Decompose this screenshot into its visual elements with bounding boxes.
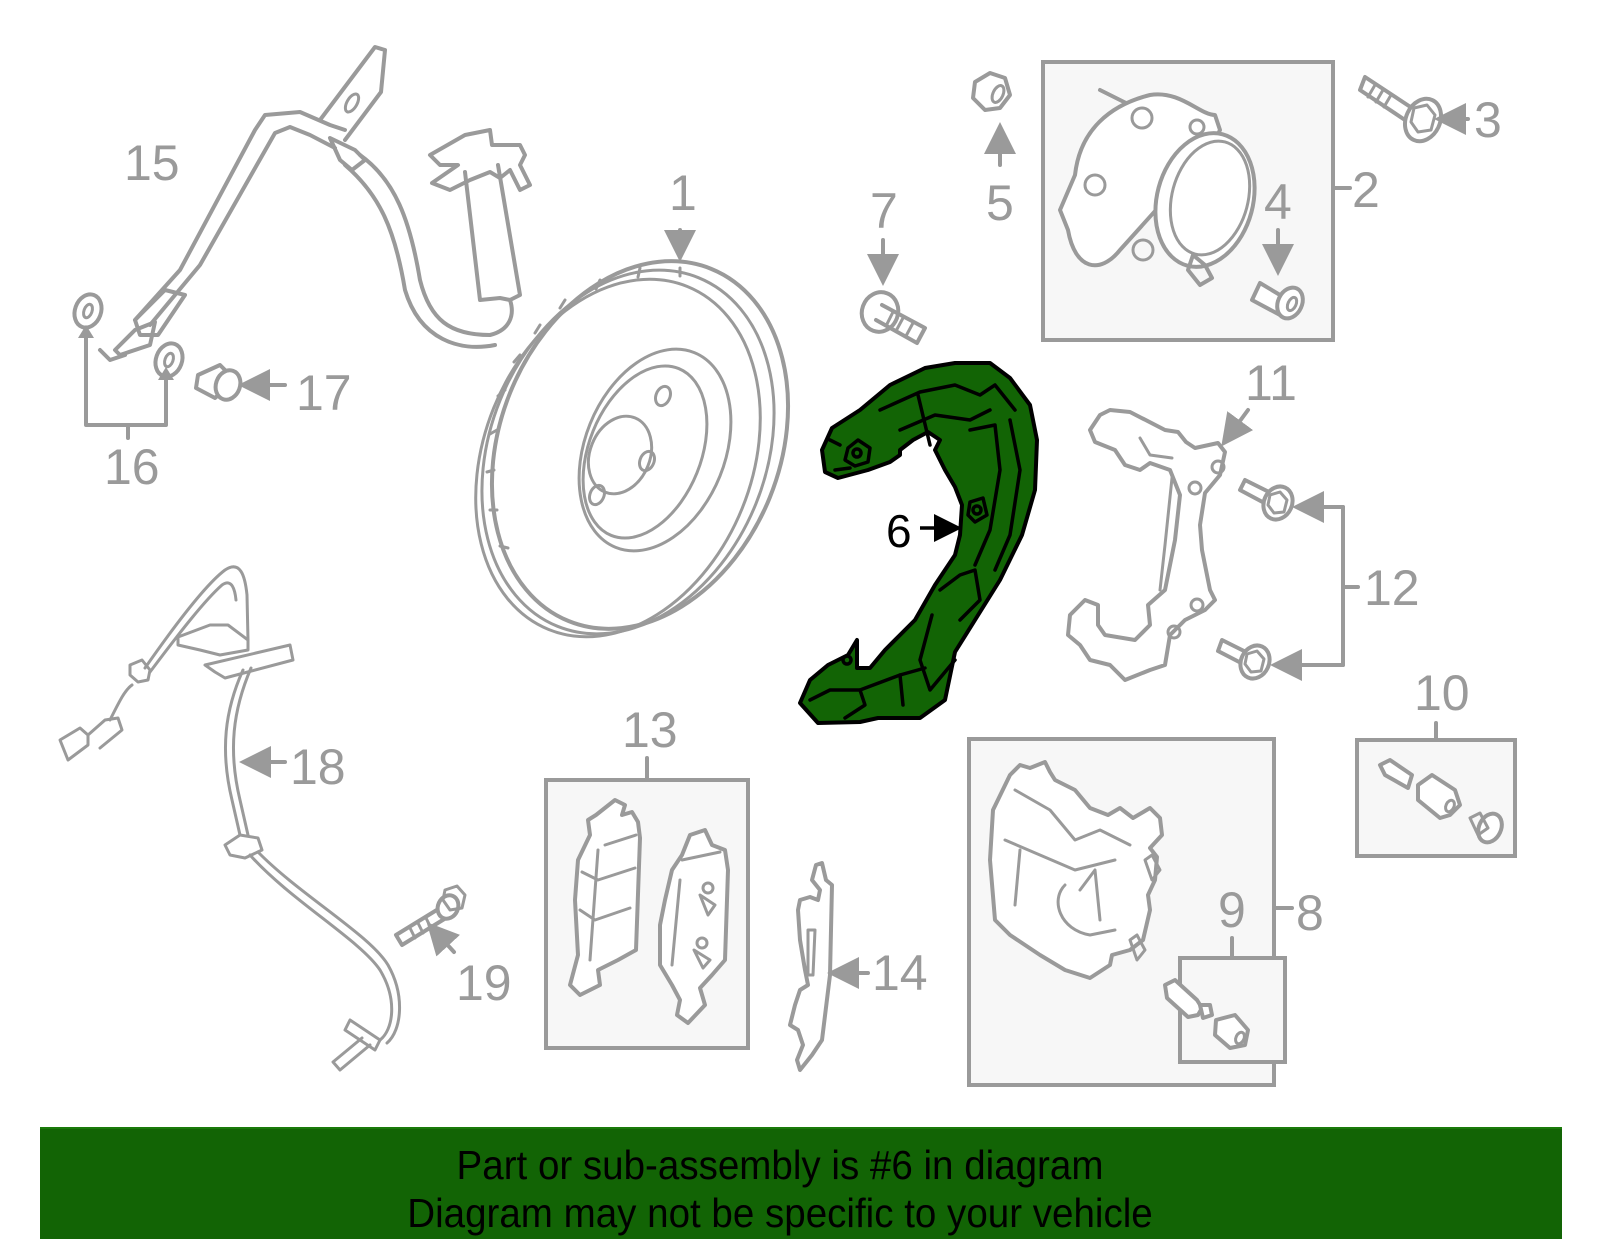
washer-parts[interactable]	[70, 291, 187, 440]
callout-4: 4	[1264, 174, 1292, 230]
hose-bracket	[428, 128, 532, 302]
callout-16: 16	[104, 439, 160, 495]
callout-9: 9	[1218, 882, 1246, 938]
splash-shield-part[interactable]	[798, 361, 1039, 725]
callout-6: 6	[886, 505, 912, 557]
hub-bolt-part[interactable]	[1358, 75, 1470, 147]
brake-rotor-part[interactable]	[424, 216, 841, 679]
banner-disclaimer-text: Diagram may not be specific to your vehi…	[407, 1190, 1153, 1236]
callout-19: 19	[456, 955, 512, 1011]
support-bolts-part[interactable]	[1216, 478, 1360, 683]
callout-7: 7	[870, 183, 898, 239]
brake-pads-box[interactable]	[544, 756, 750, 1050]
callout-15: 15	[124, 135, 180, 191]
callout-18: 18	[290, 739, 346, 795]
guide-pin-kit-box-10[interactable]	[1355, 721, 1517, 858]
callout-14: 14	[872, 945, 928, 1001]
sensor-bolt-part[interactable]	[394, 884, 467, 957]
callout-11: 11	[1245, 355, 1297, 411]
callout-12: 12	[1364, 560, 1420, 616]
nut-part[interactable]	[971, 71, 1016, 167]
callout-1: 1	[669, 165, 697, 221]
callout-3: 3	[1474, 92, 1502, 148]
callout-5: 5	[986, 175, 1014, 231]
abs-sensor-part[interactable]	[58, 565, 401, 1072]
banjo-bolt-part[interactable]	[194, 363, 287, 403]
callout-13: 13	[622, 702, 678, 758]
callout-10: 10	[1414, 665, 1470, 721]
info-banner: Part or sub-assembly is #6 in diagram Di…	[40, 1127, 1562, 1239]
hub-assembly-box[interactable]	[1041, 60, 1352, 342]
callout-2: 2	[1352, 162, 1380, 218]
callout-17: 17	[296, 365, 352, 421]
shield-bolt-part[interactable]	[856, 238, 927, 345]
guide-pin-kit-box-9[interactable]	[1163, 936, 1287, 1064]
pad-spring-clip-part[interactable]	[788, 861, 870, 1072]
callout-8: 8	[1296, 885, 1324, 941]
banner-part-number-text: Part or sub-assembly is #6 in diagram	[456, 1142, 1104, 1188]
brake-hose-part[interactable]	[98, 45, 514, 362]
caliper-support-part[interactable]	[1066, 408, 1254, 682]
